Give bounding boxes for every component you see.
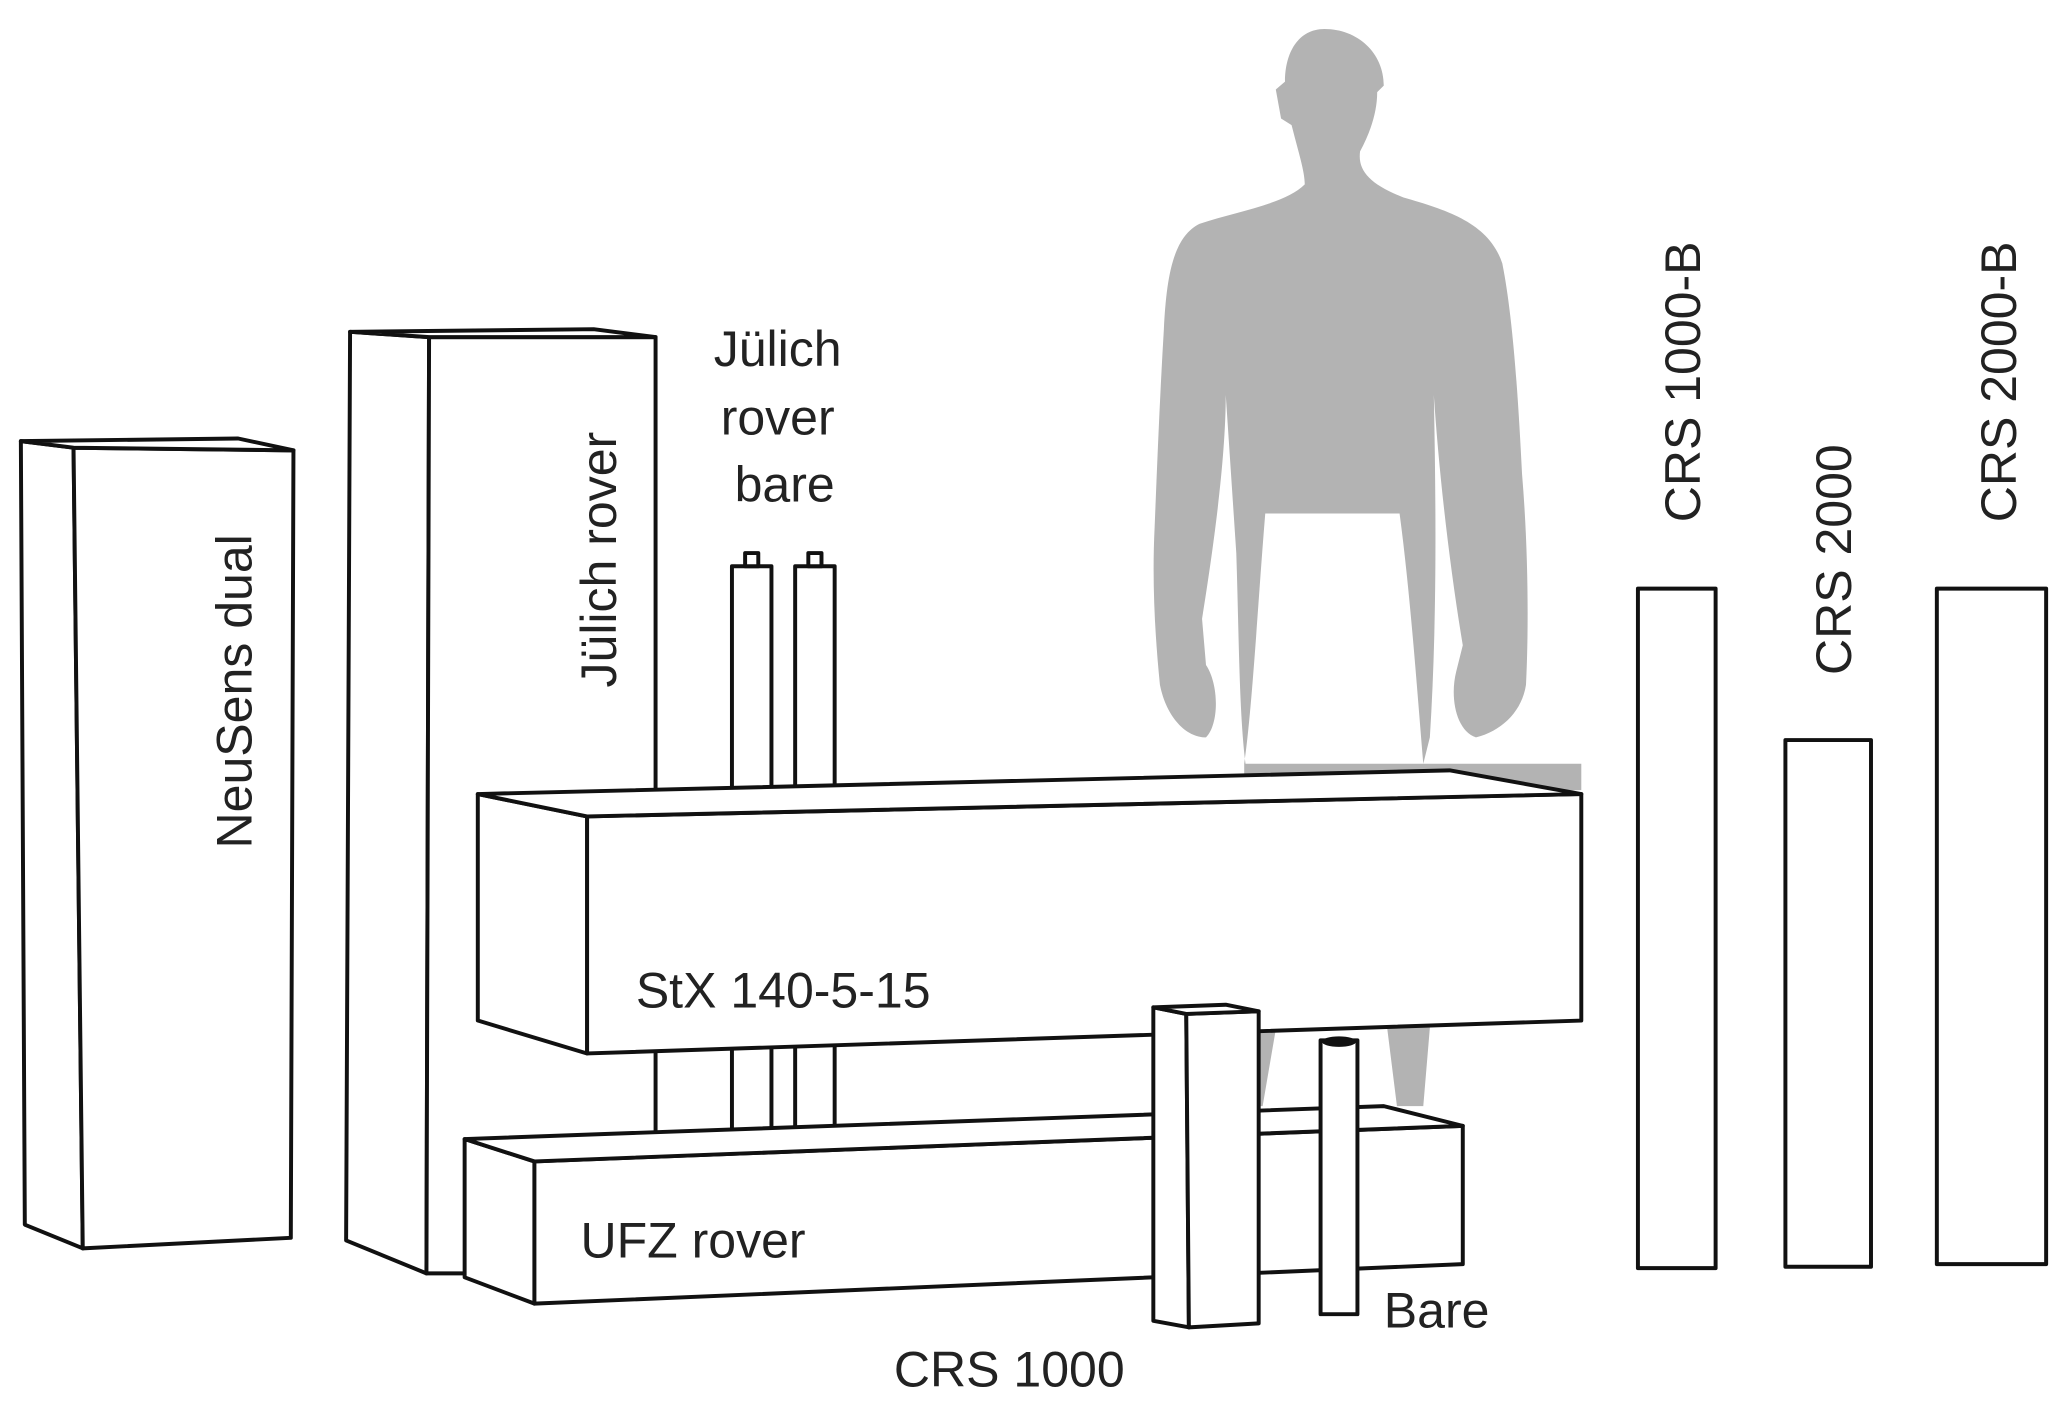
crs-1000-b-detector: CRS 1000-B [1635,241,1718,1271]
label-crs-1000: CRS 1000 [894,1342,1125,1398]
label-julich-rover-bare: Jülich rover bare [714,321,856,513]
bare-detector: Bare [1318,1036,1490,1338]
ufz-rover-detector: UFZ rover [462,1104,1465,1306]
neusens-dual-detector: NeuSens dual [18,436,296,1251]
label-stx: StX 140-5-15 [636,962,931,1018]
crs-2000-detector: CRS 2000 [1783,444,1873,1269]
label-crs-2000-b: CRS 2000-B [1971,241,2027,522]
stx-140-5-15-detector: StX 140-5-15 [475,768,1584,1056]
label-julich-rover: Jülich rover [571,432,627,688]
label-crs-1000-b: CRS 1000-B [1655,241,1711,522]
label-crs-2000: CRS 2000 [1806,444,1862,675]
crs-1000-detector: CRS 1000 [894,1002,1261,1398]
label-ufz-rover: UFZ rover [581,1213,806,1269]
label-bare: Bare [1384,1282,1490,1338]
crs-2000-b-detector: CRS 2000-B [1934,241,2049,1267]
label-neusens-dual: NeuSens dual [206,534,262,848]
